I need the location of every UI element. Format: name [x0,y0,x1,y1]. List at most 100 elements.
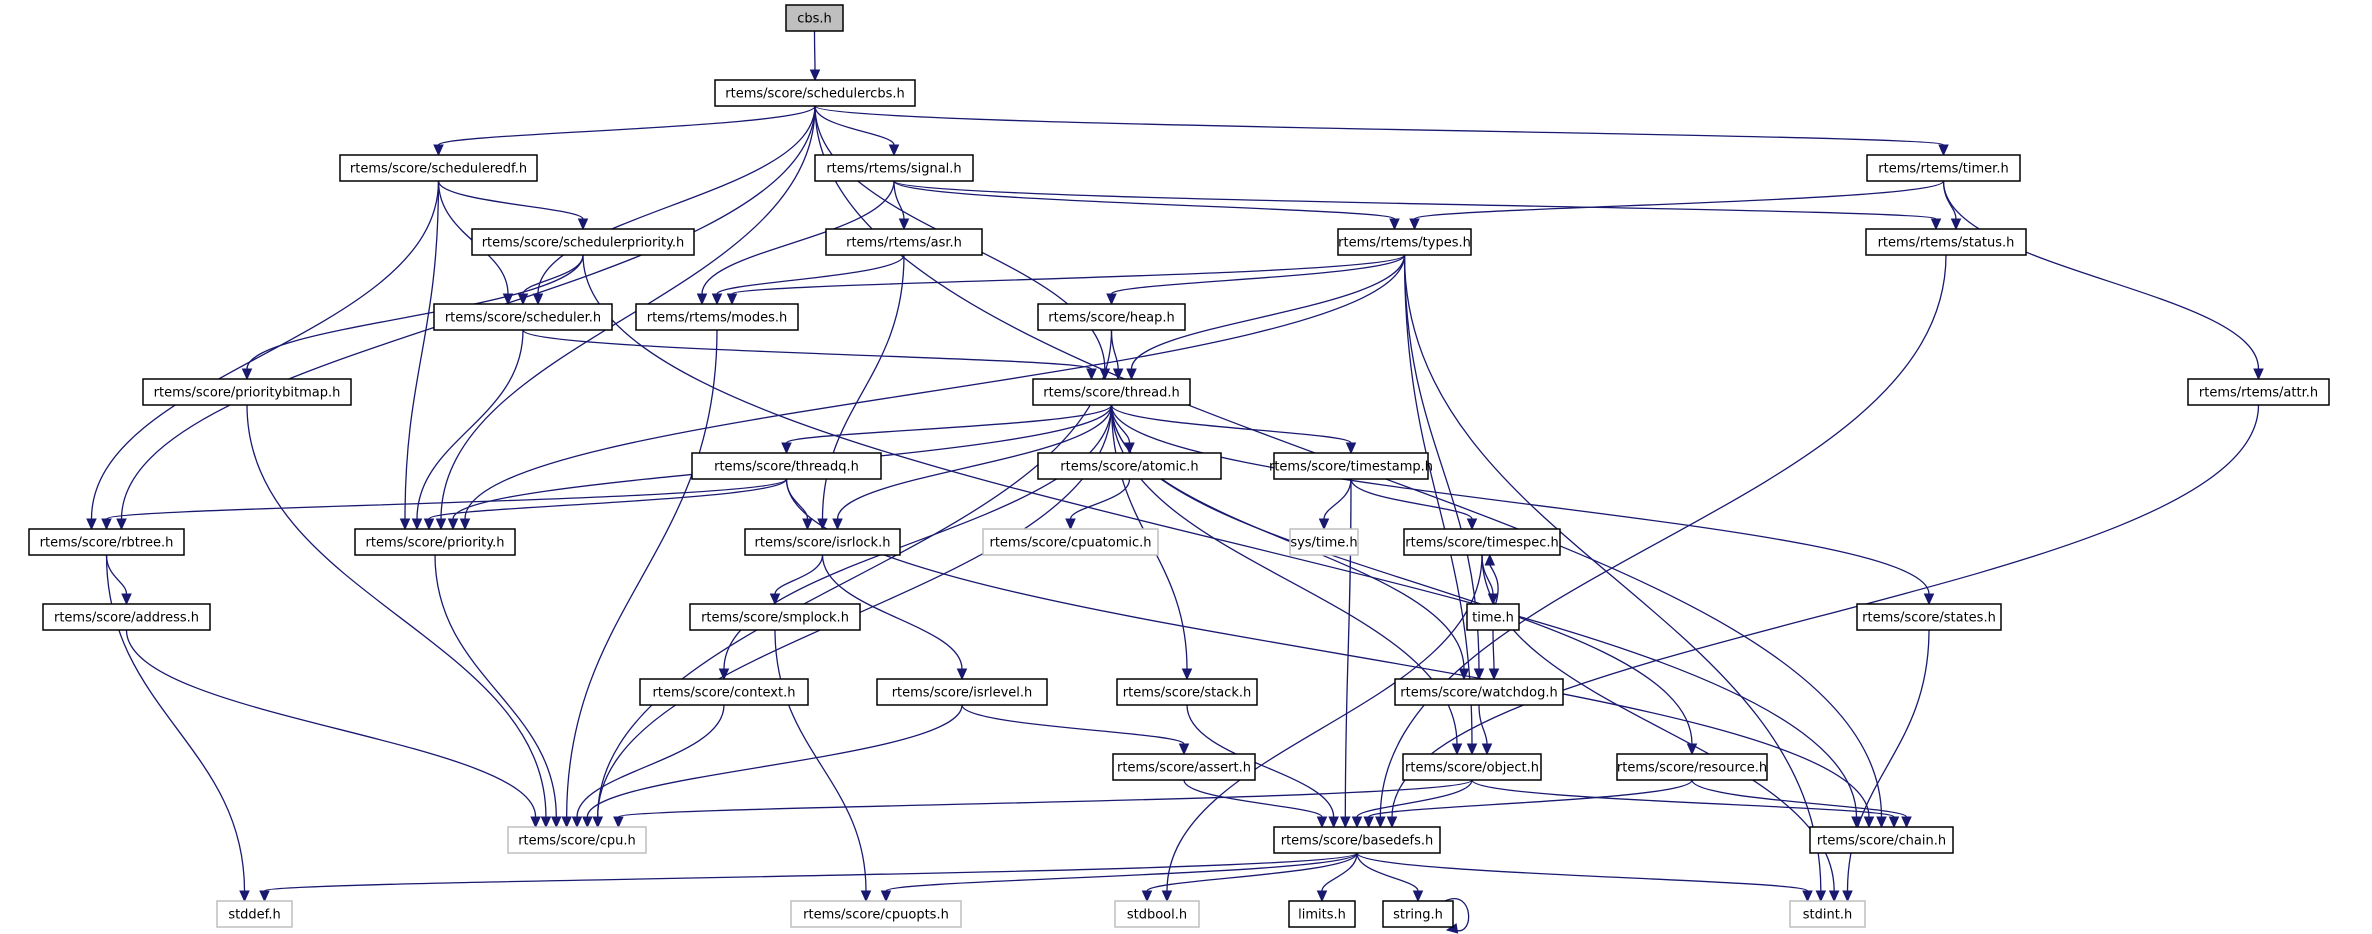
node-label: stddef.h [228,908,280,923]
node-time[interactable]: time.h [1466,603,1520,631]
edge-line [1403,254,1822,892]
edge-scheduleredf-to-priority [399,180,440,531]
node-box [635,303,799,331]
edge-attr-to-basedefs [1386,404,2260,829]
arrow-head-icon [1318,518,1330,531]
node-smplock[interactable]: rtems/score/smplock.h [689,603,861,631]
node-watchdog[interactable]: rtems/score/watchdog.h [1394,678,1564,706]
arrow-head-icon [1466,743,1478,756]
node-box [1289,528,1359,556]
node-priority[interactable]: rtems/score/priority.h [354,528,516,556]
node-box [339,154,538,182]
node-label: rtems/score/cpu.h [518,834,636,849]
node-stddef[interactable]: stddef.h [216,900,293,928]
edge-address-to-cpu [125,629,541,829]
node-cpuatomic[interactable]: rtems/score/cpuatomic.h [982,528,1159,556]
arrow-head-icon [956,668,968,681]
edge-line [1368,779,1693,818]
node-stack[interactable]: rtems/score/stack.h [1116,678,1258,706]
arrow-head-icon [1316,890,1328,903]
edge-line [1942,180,1957,220]
node-isrlock[interactable]: rtems/score/isrlock.h [744,528,901,556]
edge-line [464,254,1406,520]
edge-line [90,180,440,520]
arrow-head-icon [1901,816,1912,829]
edge-signal-to-status [893,180,1942,231]
node-chain[interactable]: rtems/score/chain.h [1809,826,1954,854]
edge-line [893,180,1396,220]
node-label: sys/time.h [1290,536,1357,551]
arrow-head-icon [241,368,253,381]
arrow-head-icon [582,816,593,829]
node-modes[interactable]: rtems/rtems/modes.h [635,303,799,331]
edge-line [566,329,718,818]
arrow-head-icon [880,890,892,903]
node-timer[interactable]: rtems/rtems/timer.h [1866,154,2021,182]
edge-object-to-cpu [613,779,1473,829]
edge-timer-to-attr [1942,180,2264,381]
node-schedulercbs[interactable]: rtems/score/schedulercbs.h [714,79,916,107]
node-status[interactable]: rtems/rtems/status.h [1865,228,2027,256]
node-label: rtems/score/cpuopts.h [803,908,949,923]
node-string[interactable]: string.h [1382,900,1454,928]
arrow-head-icon [399,518,411,531]
node-states[interactable]: rtems/score/states.h [1856,603,2002,631]
edge-context-to-cpu [571,704,725,829]
node-cpuopts[interactable]: rtems/score/cpuopts.h [790,900,962,928]
node-assert[interactable]: rtems/score/assert.h [1112,753,1256,781]
arrow-head-icon [411,518,423,531]
node-cpu[interactable]: rtems/score/cpu.h [507,826,647,854]
edge-line [105,478,788,520]
node-box [639,678,809,706]
node-object[interactable]: rtems/score/object.h [1402,753,1542,781]
node-box [433,303,613,331]
node-basedefs[interactable]: rtems/score/basedefs.h [1273,826,1441,854]
node-scheduleredf[interactable]: rtems/score/scheduleredf.h [339,154,538,182]
arrow-head-icon [1161,890,1173,903]
node-asr[interactable]: rtems/rtems/asr.h [825,228,983,256]
node-isrlevel[interactable]: rtems/score/isrlevel.h [876,678,1048,706]
node-attr[interactable]: rtems/rtems/attr.h [2187,378,2330,406]
edge-stack-to-basedefs [1186,704,1339,829]
node-threadq[interactable]: rtems/score/threadq.h [691,452,882,480]
node-context[interactable]: rtems/score/context.h [639,678,809,706]
node-atomic[interactable]: rtems/score/atomic.h [1037,452,1222,480]
node-rbtree[interactable]: rtems/score/rbtree.h [28,528,185,556]
node-limits[interactable]: limits.h [1288,900,1356,928]
node-cbs[interactable]: cbs.h [785,4,844,32]
node-stdbool[interactable]: stdbool.h [1114,900,1200,928]
node-box [814,154,974,182]
node-label: rtems/score/states.h [1862,611,1996,626]
edge-basedefs-to-stdbool [1141,852,1358,903]
node-resource[interactable]: rtems/score/resource.h [1616,753,1768,781]
node-scheduler[interactable]: rtems/score/scheduler.h [433,303,613,331]
node-signal[interactable]: rtems/rtems/signal.h [814,154,974,182]
node-timespec[interactable]: rtems/score/timespec.h [1403,528,1561,556]
arrow-head-icon [1863,816,1875,829]
edge-line [813,30,816,71]
node-box [1394,678,1564,706]
node-prioritybitmap[interactable]: rtems/score/prioritybitmap.h [142,378,352,406]
node-heap[interactable]: rtems/score/heap.h [1037,303,1186,331]
node-box [1789,900,1866,928]
arrow-head-icon [121,593,132,606]
node-stdint[interactable]: stdint.h [1789,900,1866,928]
arrow-head-icon [571,816,583,829]
arrow-head-icon [1126,368,1137,381]
arrow-head-icon [1930,218,1942,231]
arrow-head-icon [1802,890,1813,903]
node-schedulerpriority[interactable]: rtems/score/schedulerpriority.h [471,228,695,256]
node-box [1116,678,1258,706]
node-types[interactable]: rtems/rtems/types.h [1337,228,1472,256]
node-systime[interactable]: sys/time.h [1289,528,1359,556]
node-address[interactable]: rtems/score/address.h [42,603,211,631]
arrow-head-icon [1938,144,1949,157]
edge-line [1478,704,1488,745]
node-label: rtems/score/schedulercbs.h [725,87,904,102]
node-thread[interactable]: rtems/score/thread.h [1032,378,1191,406]
arrow-head-icon [259,890,270,903]
arrow-head-icon [1375,816,1386,829]
node-box [142,378,352,406]
node-timestamp[interactable]: rtems/score/timestamp.h [1269,452,1433,480]
arrow-head-icon [101,518,112,531]
